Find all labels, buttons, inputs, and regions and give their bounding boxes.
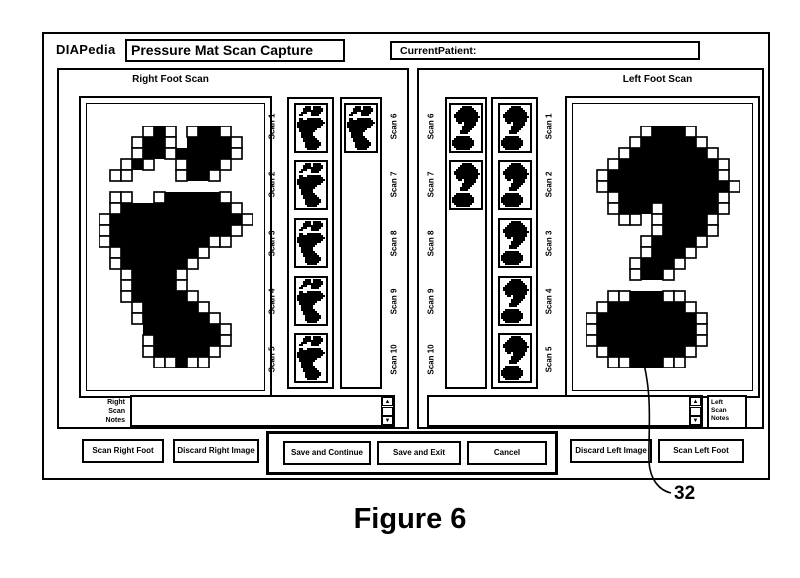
right-panel-scan-labels-6-10: Scan 6 Scan 7 Scan 8 Scan 9 Scan 10 bbox=[385, 97, 403, 389]
scan-label: Scan 2 bbox=[544, 171, 554, 198]
scan-thumbnail-slot bbox=[447, 99, 485, 157]
scan-thumbnail-slot bbox=[493, 214, 536, 272]
scan-thumbnail[interactable] bbox=[497, 102, 532, 153]
left-scan-notes-input[interactable] bbox=[429, 397, 689, 425]
scan-label: Scan 7 bbox=[389, 171, 399, 198]
scan-thumbnail[interactable] bbox=[497, 333, 532, 384]
right-foot-panel: Right Foot Scan Scan 1 Scan 2 Scan 3 Scan 4… bbox=[57, 68, 409, 429]
scan-thumbnail[interactable] bbox=[293, 160, 328, 211]
left-foot-scan-image bbox=[565, 96, 760, 398]
save-and-continue-button[interactable]: Save and Continue bbox=[283, 441, 371, 465]
scan-thumbnail-slot bbox=[342, 272, 380, 330]
scroll-down-icon[interactable]: ▼ bbox=[690, 416, 701, 425]
scan-thumbnail-slot bbox=[493, 157, 536, 215]
scan-thumbnail[interactable] bbox=[293, 275, 328, 326]
left-panel-scan-labels-1-5: Scan 1 Scan 2 Scan 3 Scan 4 Scan 5 bbox=[540, 97, 558, 389]
scan-label: Scan 8 bbox=[426, 230, 436, 256]
scan-label: Scan 6 bbox=[426, 113, 436, 140]
scan-thumbnail[interactable] bbox=[497, 217, 532, 268]
scan-thumbnail-slot bbox=[447, 272, 485, 330]
scan-label: Scan 9 bbox=[426, 288, 436, 315]
reference-number: 32 bbox=[674, 483, 696, 504]
scan-label: Scan 1 bbox=[267, 113, 277, 140]
discard-left-image-button[interactable]: Discard Left Image bbox=[570, 439, 652, 463]
app-logo: DIAPedia bbox=[56, 42, 116, 57]
right-foot-thumbnail-column-1 bbox=[287, 97, 334, 389]
scan-left-foot-button[interactable]: Scan Left Foot bbox=[658, 439, 744, 463]
scan-thumbnail[interactable] bbox=[293, 217, 328, 268]
scan-thumbnail-slot bbox=[289, 157, 332, 215]
left-foot-thumbnail-column-2 bbox=[491, 97, 538, 389]
scan-label: Scan 10 bbox=[389, 344, 399, 375]
scan-thumbnail-slot bbox=[342, 99, 380, 157]
right-notes-scrollbar[interactable]: ▲ ▼ bbox=[381, 397, 393, 425]
scan-thumbnail-slot bbox=[447, 157, 485, 215]
scan-label: Scan 5 bbox=[267, 346, 277, 373]
left-notes-scrollbar[interactable]: ▲ ▼ bbox=[689, 397, 701, 425]
left-panel-scan-labels-6-10: Scan 6 Scan 7 Scan 8 Scan 9 Scan 10 bbox=[422, 97, 440, 389]
current-patient-label: CurrentPatient: bbox=[400, 44, 477, 57]
scan-thumbnail-slot bbox=[493, 272, 536, 330]
scan-thumbnail[interactable] bbox=[497, 275, 532, 326]
right-foot-pressure-grid bbox=[86, 103, 265, 391]
scan-label: Scan 3 bbox=[544, 230, 554, 256]
right-foot-thumbnail-column-2 bbox=[340, 97, 382, 389]
figure-caption: Figure 6 bbox=[353, 503, 467, 535]
scan-thumbnail[interactable] bbox=[293, 102, 328, 153]
scan-thumbnail-slot bbox=[289, 329, 332, 387]
scan-thumbnail[interactable] bbox=[344, 102, 378, 153]
scan-thumbnail-slot bbox=[493, 329, 536, 387]
scan-thumbnail-slot bbox=[447, 214, 485, 272]
scan-thumbnail[interactable] bbox=[449, 160, 483, 211]
scrollbar-thumb[interactable] bbox=[382, 407, 393, 416]
scan-thumbnail-slot bbox=[289, 272, 332, 330]
scan-label: Scan 1 bbox=[544, 113, 554, 140]
scan-label: Scan 5 bbox=[544, 346, 554, 373]
scan-label: Scan 9 bbox=[389, 288, 399, 315]
left-scan-notes-box: ▲ ▼ bbox=[427, 395, 703, 427]
scan-right-foot-button[interactable]: Scan Right Foot bbox=[82, 439, 164, 463]
right-scan-notes-box: ▲ ▼ bbox=[130, 395, 395, 427]
discard-right-image-button[interactable]: Discard Right Image bbox=[173, 439, 259, 463]
scan-thumbnail[interactable] bbox=[497, 160, 532, 211]
scan-thumbnail-slot bbox=[342, 214, 380, 272]
scrollbar-thumb[interactable] bbox=[690, 407, 701, 416]
right-foot-panel-header: Right Foot Scan bbox=[132, 74, 209, 85]
scan-label: Scan 6 bbox=[389, 113, 399, 140]
right-scan-notes-input[interactable] bbox=[132, 397, 381, 425]
scan-thumbnail[interactable] bbox=[293, 333, 328, 384]
cancel-button[interactable]: Cancel bbox=[467, 441, 547, 465]
save-cancel-button-group: Save and Continue Save and Exit Cancel bbox=[266, 431, 558, 475]
left-foot-pressure-grid bbox=[572, 103, 753, 391]
scroll-down-icon[interactable]: ▼ bbox=[382, 416, 393, 425]
scroll-up-icon[interactable]: ▲ bbox=[690, 397, 701, 406]
scan-thumbnail-slot bbox=[447, 329, 485, 387]
scan-thumbnail-slot bbox=[342, 157, 380, 215]
scroll-up-icon[interactable]: ▲ bbox=[382, 397, 393, 406]
scan-label: Scan 10 bbox=[426, 344, 436, 375]
right-panel-scan-labels-1-5: Scan 1 Scan 2 Scan 3 Scan 4 Scan 5 bbox=[263, 97, 281, 389]
scan-label: Scan 3 bbox=[267, 230, 277, 256]
right-foot-scan-image bbox=[79, 96, 272, 398]
scan-label: Scan 4 bbox=[267, 288, 277, 315]
scan-label: Scan 7 bbox=[426, 171, 436, 198]
scan-label: Scan 2 bbox=[267, 171, 277, 198]
left-foot-thumbnail-column-1 bbox=[445, 97, 487, 389]
scan-thumbnail-slot bbox=[342, 329, 380, 387]
current-patient-field[interactable]: CurrentPatient: bbox=[390, 41, 700, 60]
scan-thumbnail-slot bbox=[289, 214, 332, 272]
scan-thumbnail-slot bbox=[493, 99, 536, 157]
save-and-exit-button[interactable]: Save and Exit bbox=[377, 441, 461, 465]
scan-thumbnail[interactable] bbox=[449, 102, 483, 153]
scan-label: Scan 4 bbox=[544, 288, 554, 315]
scan-label: Scan 8 bbox=[389, 230, 399, 256]
scan-thumbnail-slot bbox=[289, 99, 332, 157]
left-foot-panel-header: Left Foot Scan bbox=[622, 74, 693, 85]
window-title: Pressure Mat Scan Capture bbox=[125, 39, 345, 62]
app-window: DIAPedia Pressure Mat Scan Capture Curre… bbox=[42, 32, 770, 480]
